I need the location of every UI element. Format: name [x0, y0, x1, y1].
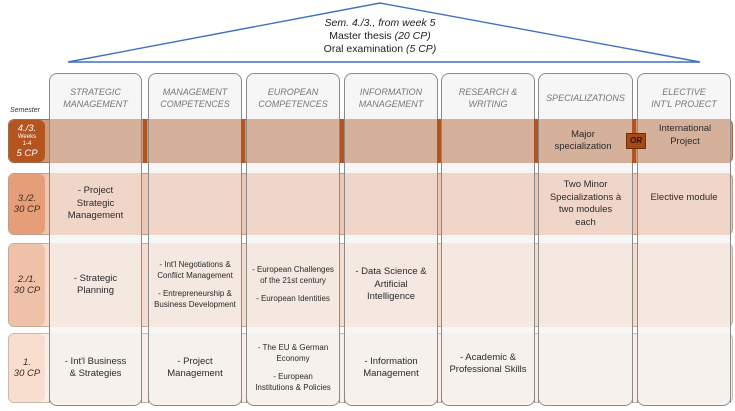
cell-academic-professional-skills: - Academic &Professional Skills	[449, 351, 527, 376]
cell-management-competences-2: - Int'l Negotiations &Conflict Managemen…	[154, 260, 236, 309]
semester-label-1: 1.30 CP	[9, 334, 45, 402]
row-separator	[340, 119, 344, 163]
row-separator	[437, 119, 441, 163]
cell-bg	[148, 119, 242, 163]
cell-bg	[49, 173, 142, 235]
cell-bg	[246, 243, 340, 327]
cell-bg	[344, 333, 438, 403]
cell-bg	[49, 333, 142, 403]
cell-bg	[538, 243, 633, 327]
semester-label-3-2: 3./2.30 CP	[9, 174, 45, 234]
row-separator	[534, 119, 538, 163]
semester-header: Semester	[10, 107, 40, 114]
cell-bg	[148, 333, 242, 403]
column-header-european-competences: EuropeanCompetences	[258, 87, 328, 109]
semester-label-2-1: 2./1.30 CP	[9, 244, 45, 326]
cell-bg	[148, 243, 242, 327]
cell-bg	[637, 333, 731, 403]
cell-bg	[246, 333, 340, 403]
roof-line-2: Master thesis (20 CP)	[329, 30, 431, 42]
cell-intl-business-strategies: - Int'l Business& Strategies	[64, 355, 127, 380]
cell-bg	[441, 119, 535, 163]
roof-line-1: Sem. 4./3., from week 5	[324, 17, 436, 29]
cell-bg	[538, 333, 633, 403]
cell-bg	[246, 173, 340, 235]
roof-text: Sem. 4./3., from week 5 Master thesis (2…	[250, 17, 510, 56]
cell-bg	[637, 173, 731, 235]
cell-bg	[637, 119, 731, 163]
column-header-elective-project: ElectiveInt'l Project	[651, 87, 717, 109]
row-separator	[143, 119, 147, 163]
column-header-specializations: Specializations	[546, 93, 625, 103]
cell-bg	[344, 243, 438, 327]
cell-bg	[49, 243, 142, 327]
cell-bg	[538, 173, 633, 235]
cell-bg	[441, 243, 535, 327]
cell-bg	[344, 119, 438, 163]
cell-bg	[246, 119, 340, 163]
cell-bg	[49, 119, 142, 163]
or-badge: OR	[626, 133, 646, 149]
cell-bg	[538, 119, 633, 163]
cell-bg	[441, 173, 535, 235]
roof-line-3: Oral examination (5 CP)	[323, 43, 437, 55]
cell-bg	[344, 173, 438, 235]
cell-bg	[148, 173, 242, 235]
column-header-research-writing: Research &Writing	[458, 87, 518, 109]
semester-label-4-3: 4./3. Weeks 1-4 5 CP	[9, 120, 45, 162]
cell-elective-module: Elective module	[650, 191, 718, 203]
roof-triangle	[67, 2, 701, 63]
row-separator	[241, 119, 245, 163]
cell-bg	[637, 243, 731, 327]
column-header-management-competences: ManagementCompetences	[160, 87, 230, 109]
cell-bg	[441, 333, 535, 403]
